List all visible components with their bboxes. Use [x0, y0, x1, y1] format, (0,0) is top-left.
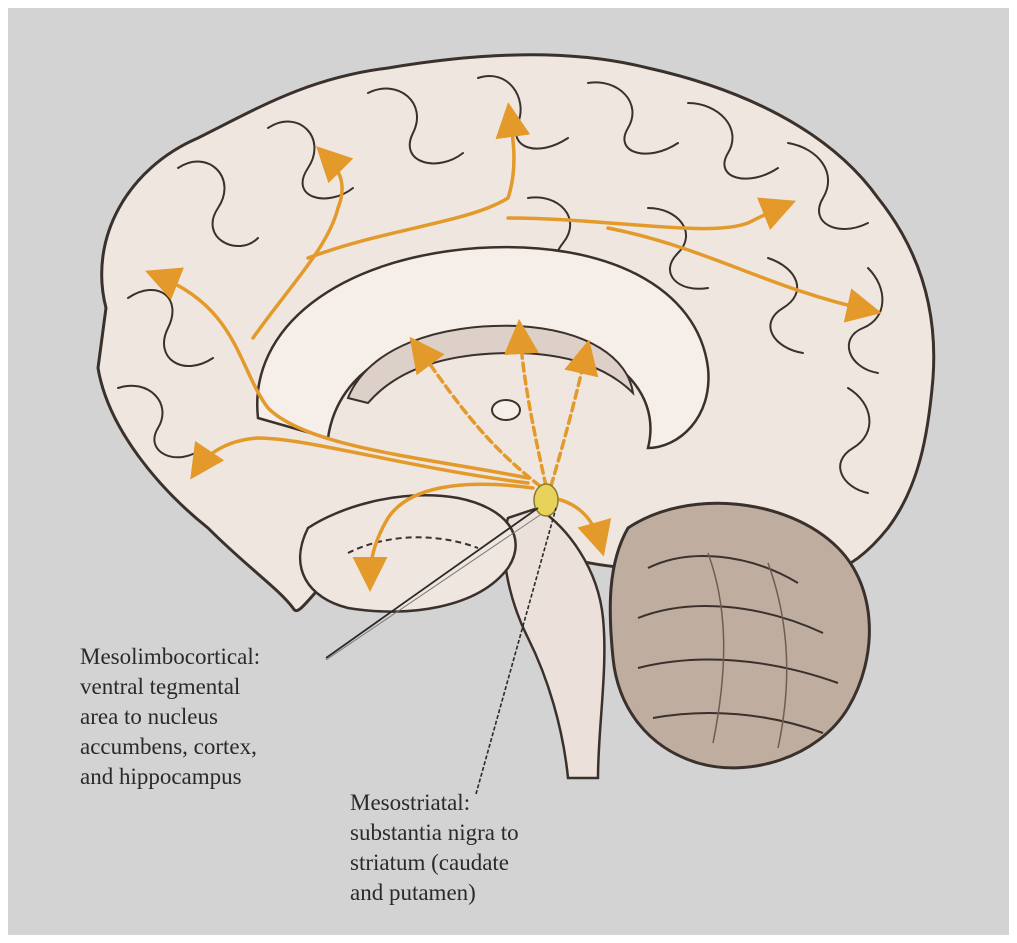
label-line: accumbens, cortex, [80, 732, 260, 762]
label-line: and hippocampus [80, 762, 260, 792]
mesolimbocortical-label: Mesolimbocortical: ventral tegmental are… [80, 642, 260, 792]
label-line: striatum (caudate [350, 848, 519, 878]
cerebellum [610, 503, 869, 768]
label-line: ventral tegmental [80, 672, 260, 702]
diagram-frame: Mesolimbocortical: ventral tegmental are… [8, 8, 1009, 935]
ventral-tegmental-nucleus [534, 484, 558, 516]
label-line: area to nucleus [80, 702, 260, 732]
mesostriatal-label: Mesostriatal: substantia nigra to striat… [350, 788, 519, 908]
interthalamic-adhesion [492, 400, 520, 420]
label-line: Mesostriatal: [350, 788, 519, 818]
label-line: substantia nigra to [350, 818, 519, 848]
label-line: and putamen) [350, 878, 519, 908]
label-line: Mesolimbocortical: [80, 642, 260, 672]
